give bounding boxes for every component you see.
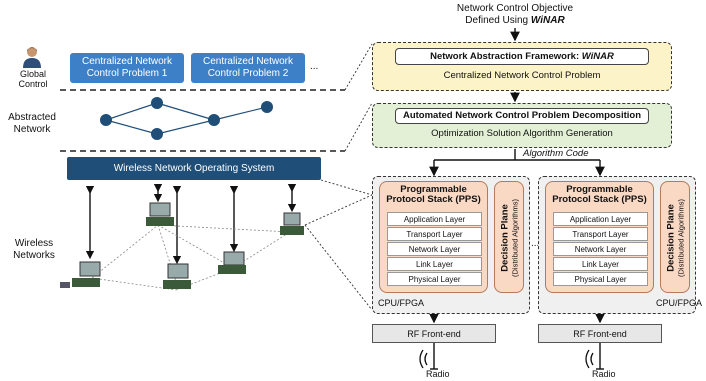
decomposition-title: Automated Network Control Problem Decomp…	[395, 108, 649, 124]
cpu-label: CPU/FPGA	[656, 298, 703, 308]
decision-plane-label: Decision Plane	[499, 204, 511, 272]
decision-plane-panel: Decision Plane (Distributed Algorithms)	[660, 181, 690, 293]
radio-device	[280, 212, 304, 235]
layer-physical[interactable]: Physical Layer	[387, 272, 482, 286]
layer-link[interactable]: Link Layer	[387, 257, 482, 271]
objective-line1: Network Control Objective	[456, 3, 574, 14]
cpu-label: CPU/FPGA	[378, 298, 425, 308]
layer-network[interactable]: Network Layer	[387, 242, 482, 256]
graph-node	[100, 114, 112, 126]
objective-text: Network Control Objective Defined Using …	[440, 3, 590, 27]
decision-plane-panel: Decision Plane (Distributed Algorithms)	[494, 181, 524, 293]
objective-line2: Defined Using WiNAR	[465, 15, 565, 26]
radio-label-1: Radio	[426, 369, 450, 379]
radio-device	[146, 202, 174, 226]
algorithm-code-label: Algorithm Code	[523, 148, 589, 159]
decomposition-box: Automated Network Control Problem Decomp…	[372, 103, 672, 148]
layer-application[interactable]: Application Layer	[553, 212, 648, 226]
decomposition-subtitle: Optimization Solution Algorithm Generati…	[431, 128, 613, 139]
layer-transport[interactable]: Transport Layer	[553, 227, 648, 241]
layer-application[interactable]: Application Layer	[387, 212, 482, 226]
framework-subtitle: Centralized Network Control Problem	[443, 70, 601, 81]
antenna-icon	[585, 349, 604, 370]
radio-device	[163, 263, 191, 289]
user-icon	[22, 46, 42, 68]
radio-device	[60, 261, 101, 288]
decision-plane-sub: (Distributed Algorithms)	[510, 199, 520, 277]
antenna-icon	[419, 349, 438, 370]
layer-network[interactable]: Network Layer	[553, 242, 648, 256]
radio-device	[218, 251, 246, 274]
layer-transport[interactable]: Transport Layer	[387, 227, 482, 241]
layer-link[interactable]: Link Layer	[553, 257, 648, 271]
radio-label-2: Radio	[592, 369, 616, 379]
problems-ellipsis: ...	[310, 61, 319, 72]
rf-frontend-1: RF Front-end	[372, 324, 496, 343]
graph-node	[261, 101, 273, 113]
decision-plane-label: Decision Plane	[665, 204, 677, 272]
graph-node	[208, 114, 220, 126]
graph-node	[151, 97, 163, 109]
wnos-bar[interactable]: Wireless Network Operating System	[67, 157, 321, 180]
framework-box: Network Abstraction Framework: WiNAR Cen…	[372, 42, 672, 91]
decision-plane-sub: (Distributed Algorithms)	[676, 199, 686, 277]
framework-title: Network Abstraction Framework: WiNAR	[395, 48, 649, 65]
nodes-ellipsis: ...	[531, 238, 540, 249]
rf-frontend-2: RF Front-end	[538, 324, 662, 343]
layer-physical[interactable]: Physical Layer	[553, 272, 648, 286]
graph-node	[151, 128, 163, 140]
